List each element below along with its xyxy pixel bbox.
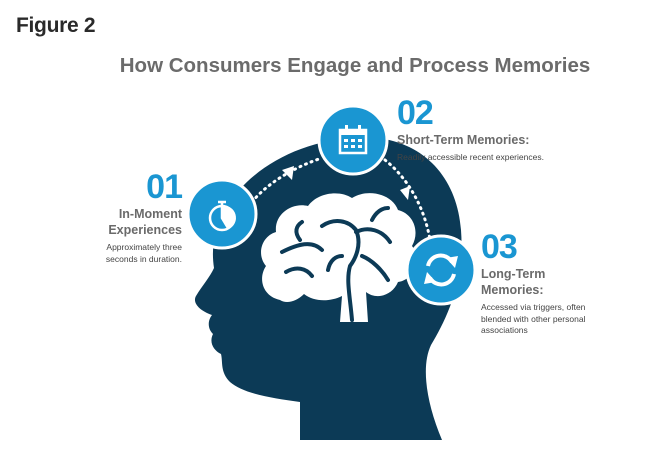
step-02-circle: [317, 104, 389, 176]
step-number: 02: [397, 94, 434, 132]
step-number: 03: [481, 228, 518, 266]
step-03-text: 03 Long-Term Memories: Accessed via trig…: [481, 230, 606, 337]
step-description: Readily accessible recent experiences.: [397, 151, 544, 162]
step-heading: Short-Term Memories:: [397, 133, 530, 147]
arrow-head: [282, 166, 294, 180]
figure-label: Figure 2: [16, 14, 96, 37]
brain-icon: [261, 193, 417, 322]
step-03-circle: [405, 234, 477, 306]
step-description: Approximately three seconds in duration.: [105, 242, 182, 264]
diagram-title: How Consumers Engage and Process Memorie…: [119, 54, 591, 77]
flow-arrows: [250, 156, 432, 242]
step-number: 01: [146, 168, 183, 206]
step-01-text: 01 In-Moment Experiences Approximately t…: [95, 168, 183, 265]
calendar-icon: [338, 125, 368, 155]
step-02-text: 02 Short-Term Memories: Readily accessib…: [397, 96, 597, 163]
step-heading: In-Moment Experiences: [108, 207, 182, 237]
stopwatch-icon: [208, 200, 236, 232]
arrow-head: [400, 186, 410, 200]
step-heading: Long-Term Memories:: [481, 267, 546, 297]
step-01-circle: [186, 178, 258, 250]
step-description: Accessed via triggers, often blended wit…: [481, 302, 586, 336]
